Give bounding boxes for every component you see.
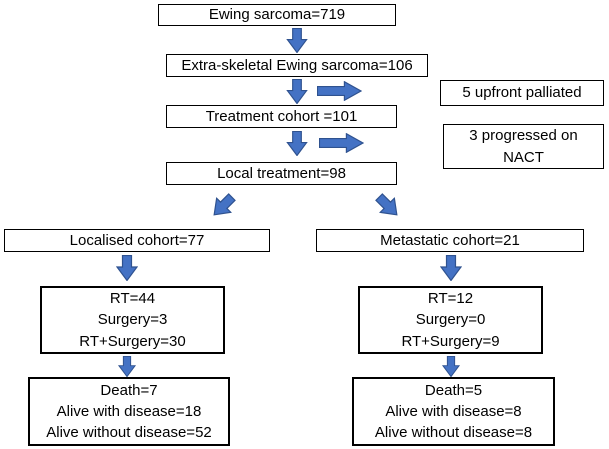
node-label-line: 3 progressed on (469, 127, 578, 145)
arrow-down-icon (286, 130, 308, 157)
arrow-down-icon (286, 27, 308, 54)
node-local-treatment: Local treatment=98 (166, 162, 397, 185)
node-label: Extra-skeletal Ewing sarcoma=106 (181, 56, 413, 74)
node-ewing-sarcoma: Ewing sarcoma=719 (158, 4, 396, 26)
node-label: Ewing sarcoma=719 (208, 6, 346, 24)
arrow-right-icon (316, 80, 363, 102)
node-label-line: Surgery=3 (97, 311, 168, 329)
node-localised-outcome: Death=7 Alive with disease=18 Alive with… (28, 377, 230, 446)
node-label-line: Death=7 (100, 381, 158, 399)
node-label: Localised cohort=77 (69, 231, 205, 249)
node-progressed-nact: 3 progressed on NACT (443, 124, 604, 169)
node-label-line: Alive without disease=8 (374, 424, 533, 442)
node-label-line: RT+Surgery=9 (401, 332, 500, 350)
node-localised-cohort: Localised cohort=77 (4, 229, 270, 252)
node-label: Local treatment=98 (217, 164, 346, 182)
arrow-down-icon (286, 78, 308, 105)
arrow-down-icon (116, 355, 138, 378)
arrow-down-right-icon (370, 188, 405, 223)
node-metastatic-treatment-detail: RT=12 Surgery=0 RT+Surgery=9 (358, 286, 543, 354)
node-label: 5 upfront palliated (462, 84, 582, 102)
arrow-down-left-icon (205, 188, 240, 223)
node-label-line: Alive without disease=52 (46, 424, 212, 442)
node-treatment-cohort: Treatment cohort =101 (166, 105, 397, 128)
node-metastatic-outcome: Death=5 Alive with disease=8 Alive witho… (352, 377, 555, 446)
node-label-line: Alive with disease=8 (385, 402, 522, 420)
node-label-line: RT=44 (109, 290, 156, 308)
node-extra-skeletal: Extra-skeletal Ewing sarcoma=106 (166, 54, 428, 77)
node-label: Treatment cohort =101 (205, 107, 358, 125)
node-upfront-palliated: 5 upfront palliated (440, 80, 604, 106)
node-label-line: RT+Surgery=30 (79, 332, 186, 350)
node-label-line: Death=5 (424, 381, 483, 399)
arrow-down-icon (439, 254, 463, 282)
node-label-line: NACT (503, 148, 544, 166)
node-label-line: RT=12 (427, 290, 474, 308)
node-label: Metastatic cohort=21 (380, 231, 520, 249)
arrow-right-icon (318, 132, 365, 154)
node-label-line: Surgery=0 (415, 311, 486, 329)
node-metastatic-cohort: Metastatic cohort=21 (316, 229, 584, 252)
node-localised-treatment-detail: RT=44 Surgery=3 RT+Surgery=30 (40, 286, 225, 354)
arrow-down-icon (115, 254, 139, 282)
node-label-line: Alive with disease=18 (56, 402, 202, 420)
arrow-down-icon (440, 355, 462, 378)
